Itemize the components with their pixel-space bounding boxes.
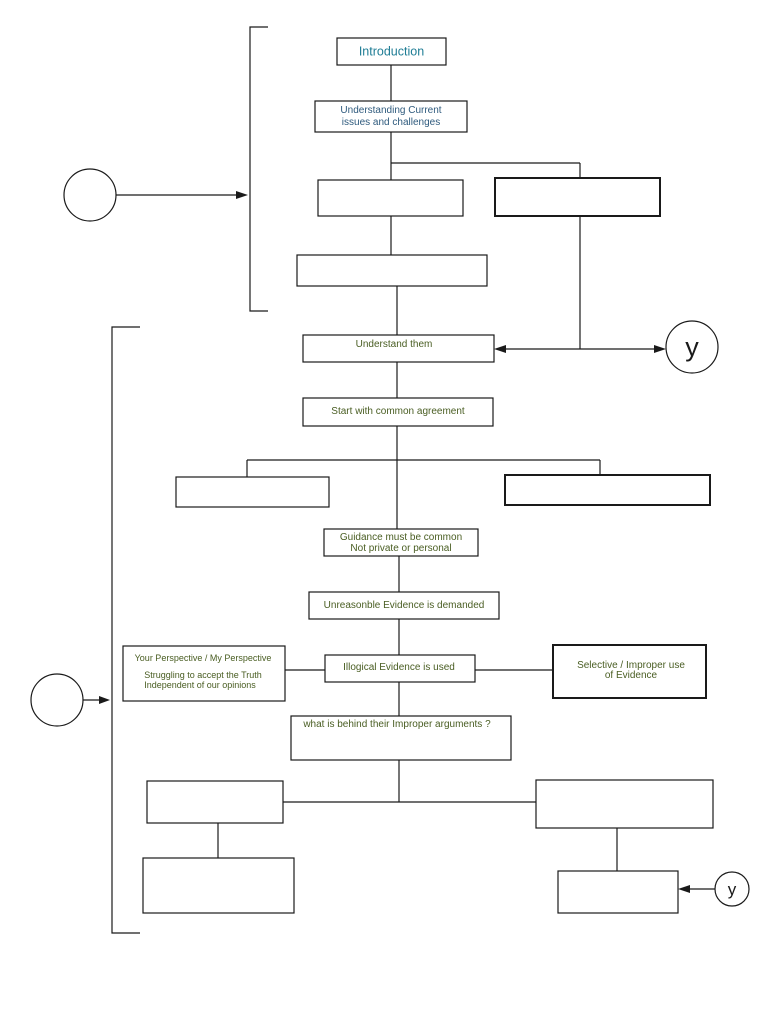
bottom-left-arrowhead [99, 696, 110, 704]
empty-box-mid-right [504, 474, 711, 506]
arrowhead-left [678, 885, 690, 893]
y-connector-large-label: y [685, 332, 699, 362]
introduction-label: Introduction [359, 45, 424, 59]
empty-box-bottom-left [146, 780, 284, 824]
perspective-label-line2: Struggling to accept the Truth [144, 670, 262, 680]
guidance-label-line2: Not private or personal [350, 543, 451, 554]
behind-label: what is behind their Improper arguments … [302, 719, 491, 730]
introduction-box [336, 37, 447, 66]
arrowhead-right [654, 345, 666, 353]
understanding-label-line1: Understanding Current [340, 105, 441, 116]
top-left-arrowhead [236, 191, 248, 199]
bottom-left-connector-circle [30, 673, 84, 727]
start-common-label: Start with common agreement [331, 406, 465, 417]
selective-box [552, 644, 707, 699]
understanding-box [314, 100, 468, 133]
selective-label-line1: Selective / Improper use [577, 660, 685, 671]
y-connector-large [665, 320, 719, 374]
empty-box-top-right [494, 177, 661, 217]
y-connector-small [714, 871, 750, 907]
empty-box-mid-left [175, 476, 330, 508]
understand-them-label: Understand them [356, 339, 433, 350]
empty-box-top-left [317, 179, 464, 217]
unreasonable-box [308, 591, 500, 620]
perspective-box [122, 645, 286, 702]
perspective-label-line1: Your Perspective / My Perspective [135, 653, 272, 663]
top-bracket [249, 26, 268, 312]
selective-label-line2: of Evidence [605, 670, 658, 681]
behind-box [290, 715, 512, 761]
empty-box-top-wide [296, 254, 488, 287]
y-connector-small-label: y [728, 880, 737, 899]
start-common-box [302, 397, 494, 427]
understanding-label-line2: issues and challenges [342, 117, 440, 128]
illogical-box [324, 654, 476, 683]
empty-box-bottom-right [535, 779, 714, 829]
guidance-box [323, 528, 479, 557]
understand-them-box [302, 334, 495, 363]
guidance-label-line1: Guidance must be common [340, 532, 462, 543]
unreasonable-label: Unreasonble Evidence is demanded [324, 600, 485, 611]
empty-box-bottom-right-lower [557, 870, 679, 914]
illogical-label: Illogical Evidence is used [343, 662, 455, 673]
perspective-label-line3: Independent of our opinions [144, 680, 256, 690]
arrowhead-left [494, 345, 506, 353]
top-left-connector-circle [63, 168, 117, 222]
empty-box-bottom-left-lower [142, 857, 295, 914]
bottom-bracket [111, 326, 140, 934]
